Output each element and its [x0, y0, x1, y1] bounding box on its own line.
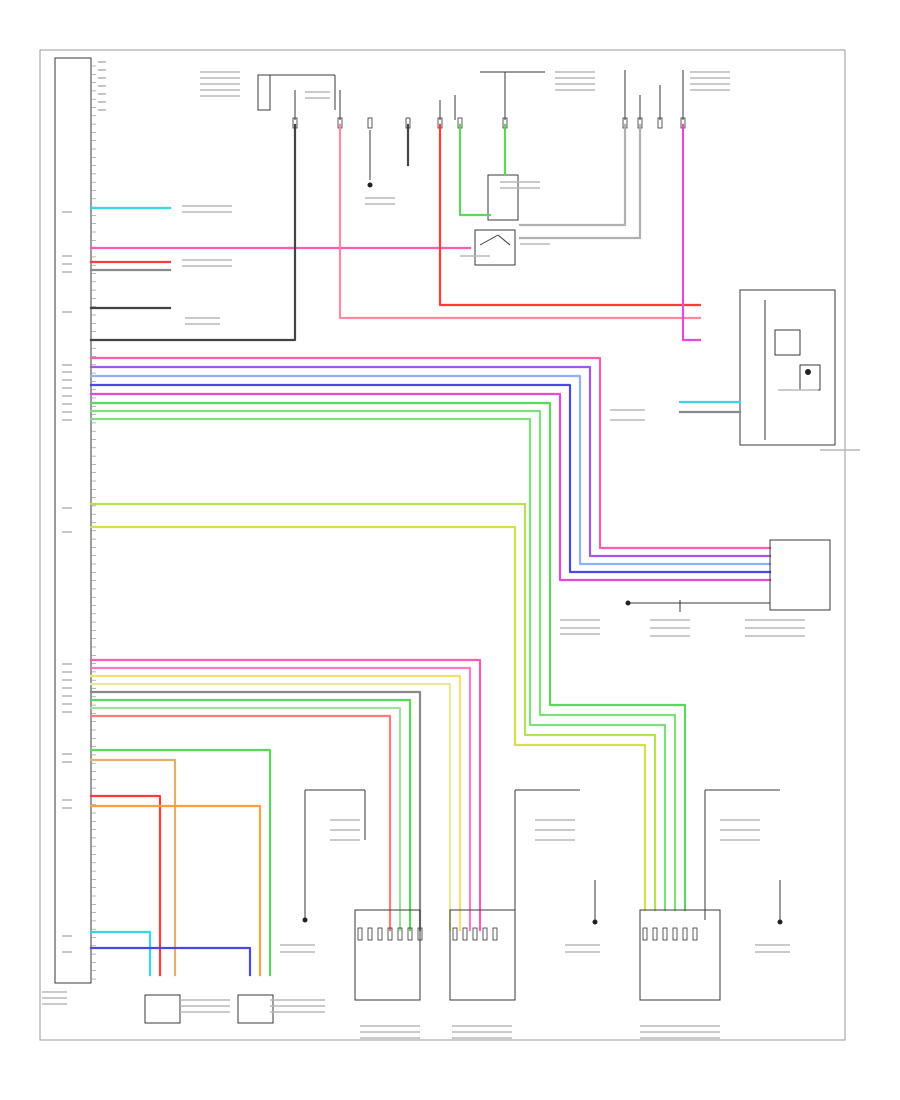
seat-heater-right — [639, 789, 783, 1001]
heater-connector-pins — [357, 927, 698, 941]
wire-yellow-lower-2 — [89, 682, 452, 932]
right-upper-module — [739, 289, 836, 446]
wire-pink-right — [338, 123, 702, 320]
wire-red-lower-2 — [89, 794, 162, 977]
connector-pin — [407, 927, 413, 941]
lower-wires — [89, 658, 482, 977]
connector-pin — [462, 927, 468, 941]
wire-green-bus-3 — [89, 417, 667, 912]
wire-gray-right-1 — [518, 123, 642, 240]
wire-yellowgreen-bus-2 — [89, 525, 647, 912]
connector-pin — [367, 117, 373, 129]
wire-blue-lower — [89, 946, 252, 977]
switch-component — [474, 229, 516, 266]
wire-tan-lower — [89, 758, 177, 977]
connector-pin — [682, 927, 688, 941]
wire-green-lower-2 — [89, 748, 272, 977]
wire-cyan-lower — [89, 930, 152, 977]
wire-yellowgreen-bus-1 — [89, 502, 657, 912]
wire-orange-lower — [89, 804, 262, 977]
connector-pin — [377, 927, 383, 941]
wire-black-top — [89, 123, 297, 342]
connector-pin — [482, 927, 488, 941]
wire-red-lower — [89, 714, 392, 932]
top-component-group-left — [257, 74, 341, 120]
connector-pin-ticks — [91, 65, 96, 980]
top-connector-pins — [292, 117, 686, 129]
top-component-group-middle — [439, 71, 545, 221]
wire-gray-lower — [89, 690, 422, 932]
connector-pin — [642, 927, 648, 941]
connector-pin — [472, 927, 478, 941]
connector-pin — [692, 927, 698, 941]
seat-heater-left — [302, 789, 421, 1001]
connector-pin — [452, 927, 458, 941]
wire-green-bus-1 — [89, 401, 687, 912]
connector-pin — [417, 927, 423, 941]
connector-pin — [387, 927, 393, 941]
wire-magenta-right — [681, 123, 702, 342]
wire-magenta-bus — [89, 392, 772, 582]
right-upper-module-wires — [678, 400, 742, 414]
connector-pin — [357, 927, 363, 941]
connector-pin — [657, 117, 663, 129]
connector-pin — [492, 927, 498, 941]
wire-green-lower — [89, 698, 412, 932]
wire-yellow-lower-1 — [89, 674, 462, 932]
connector-pin — [672, 927, 678, 941]
wire-pink-bus — [89, 356, 772, 550]
connector-pin — [367, 927, 373, 941]
ground-symbol-top — [367, 130, 373, 188]
wire-lightblue-bus — [89, 374, 772, 566]
wire-gray-right-2 — [518, 123, 627, 227]
wire-blue-bus — [89, 383, 772, 574]
connector-pin — [652, 927, 658, 941]
top-component-group-right — [624, 70, 684, 120]
middle-bus-wires — [89, 356, 772, 912]
top-wires — [89, 123, 702, 342]
wire-green-bus-2 — [89, 409, 677, 912]
connector-pin — [662, 927, 668, 941]
bottom-left-sensor-1 — [144, 994, 181, 1024]
illegible-label-marks — [42, 61, 860, 1039]
connector-pin — [397, 927, 403, 941]
wire-lightgreen-lower — [89, 706, 402, 932]
seat-heater-middle — [449, 789, 598, 1001]
wire-red-right — [438, 123, 702, 307]
left-module-connector — [54, 57, 92, 984]
bottom-left-sensor-2 — [237, 994, 274, 1024]
diagram-frame — [39, 49, 846, 1041]
wire-green-top — [458, 123, 492, 217]
right-middle-module — [625, 539, 831, 612]
wire-pink-lower-2 — [89, 666, 472, 932]
wire-pink-lower-1 — [89, 658, 482, 932]
wire-violet-bus — [89, 365, 772, 558]
